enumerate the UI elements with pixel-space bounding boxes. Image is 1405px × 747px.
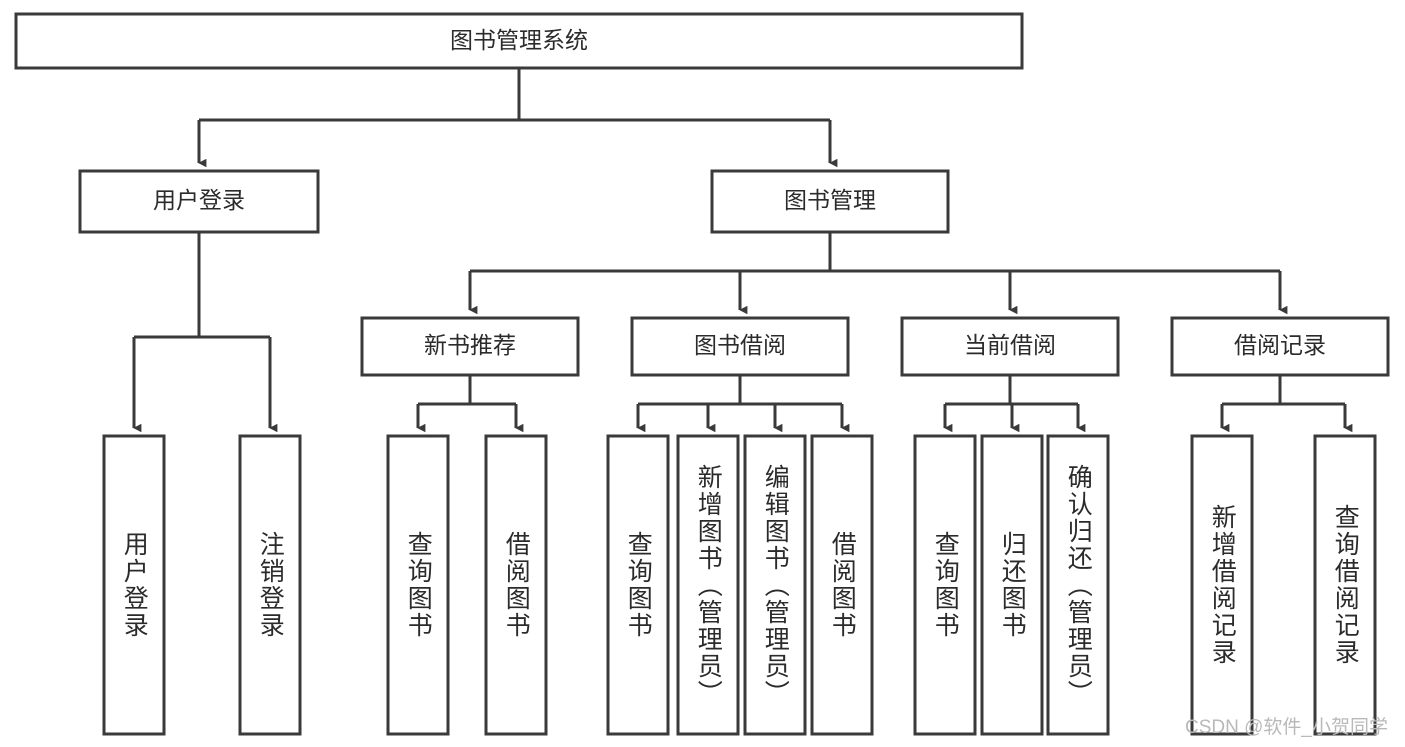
leaf-add-record-box[interactable] xyxy=(1190,434,1254,736)
leaf-add-book-box[interactable] xyxy=(676,434,740,736)
connector-group xyxy=(132,68,1353,433)
leaf-query-book-rec-box[interactable] xyxy=(386,434,450,736)
node-book-manage-box[interactable] xyxy=(710,169,950,234)
node-group: 图书管理系统 用户登录 图书管理 新书推荐 图书借阅 当前借阅 借阅记录 xyxy=(14,12,1390,377)
node-new-book-rec-box[interactable] xyxy=(360,316,580,377)
node-new-book-rec-label: 新书推荐 xyxy=(424,332,516,358)
node-book-borrow-label: 图书借阅 xyxy=(694,332,786,358)
leaf-borrow-book-box[interactable] xyxy=(810,434,874,736)
leaf-return-book-box[interactable] xyxy=(980,434,1044,736)
node-borrow-record-box[interactable] xyxy=(1170,316,1390,377)
leaf-query-record-box[interactable] xyxy=(1313,434,1377,736)
node-user-login-label: 用户登录 xyxy=(153,187,245,213)
leaf-edit-book-box[interactable] xyxy=(743,434,807,736)
watermark-text: CSDN @软件_小贺同学 xyxy=(1185,717,1388,738)
node-book-manage-label: 图书管理 xyxy=(784,187,876,213)
node-root-box[interactable] xyxy=(14,12,1024,70)
node-user-login-box[interactable] xyxy=(78,169,320,234)
leaf-user-login-box[interactable] xyxy=(102,434,166,736)
leaf-logout-box[interactable] xyxy=(238,434,302,736)
leaf-borrow-book-rec-box[interactable] xyxy=(484,434,548,736)
node-current-borrow-box[interactable] xyxy=(900,316,1120,377)
node-root-label: 图书管理系统 xyxy=(450,27,588,53)
leaf-query-book-borrow-box[interactable] xyxy=(606,434,670,736)
node-borrow-record-label: 借阅记录 xyxy=(1234,332,1326,358)
leaf-query-book-cur-box[interactable] xyxy=(913,434,977,736)
node-current-borrow-label: 当前借阅 xyxy=(964,332,1056,358)
leaf-node-group xyxy=(102,434,1377,736)
leaf-confirm-return-box[interactable] xyxy=(1046,434,1110,736)
node-book-borrow-box[interactable] xyxy=(630,316,850,377)
